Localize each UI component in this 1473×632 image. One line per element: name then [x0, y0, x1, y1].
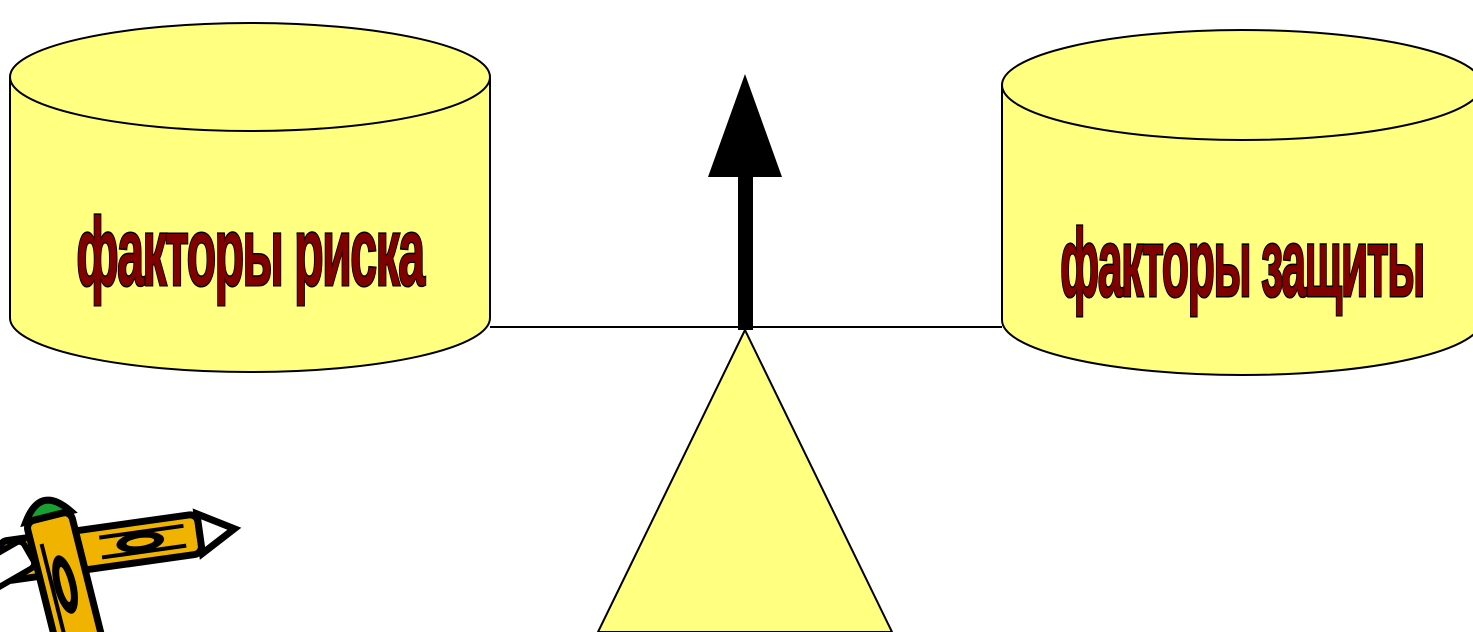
risk-factors-cylinder: факторы риска — [9, 22, 491, 373]
risk-factors-label: факторы риска — [76, 199, 425, 306]
pencils-icon — [0, 496, 242, 632]
protective-factors-cylinder: факторы защиты — [1001, 29, 1473, 376]
fulcrum-triangle — [596, 327, 894, 632]
protective-factors-label: факторы защиты — [1060, 209, 1424, 317]
up-arrow-icon — [708, 74, 782, 330]
